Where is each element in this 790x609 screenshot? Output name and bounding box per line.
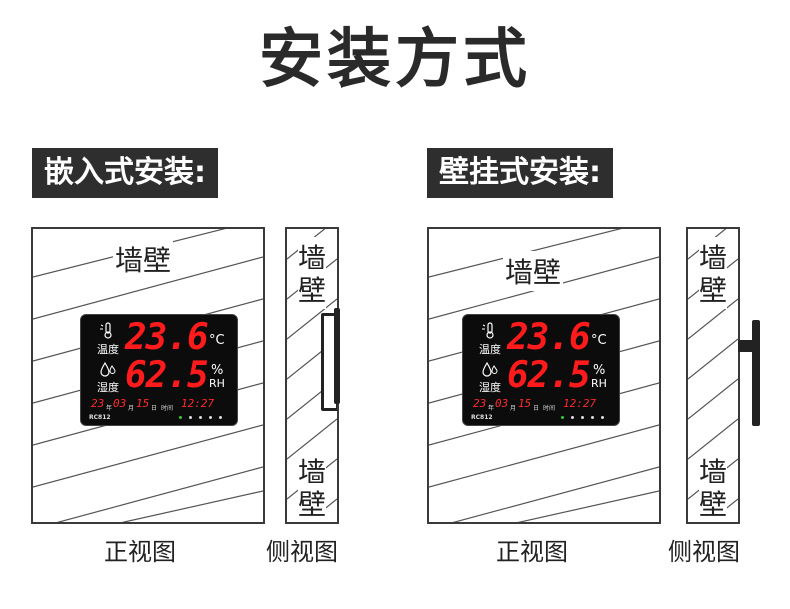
temperature-value: 23.6: [125, 317, 209, 358]
wall-label-bottom-2: 壁: [699, 483, 728, 522]
wall-mount-install-label: 壁挂式安装:: [427, 148, 613, 198]
model-label: RC812: [89, 414, 111, 421]
humidity-unit-rh: RH: [591, 377, 607, 390]
date-year: 23: [91, 397, 105, 410]
status-dot: [189, 416, 192, 419]
embedded-device-bezel: [334, 308, 340, 404]
status-dot: [571, 416, 574, 419]
water-drops-icon: [100, 361, 116, 377]
wall-label: 墙壁: [503, 251, 564, 291]
front-view-caption: 正视图: [104, 538, 176, 566]
date-month-unit: 月: [510, 405, 517, 412]
status-dot: [199, 416, 202, 419]
display-device: 温度 23.6 °C 湿度 62.5 % RH 23 年 03 月 15 日 时…: [80, 314, 238, 426]
humidity-value: 62.5: [125, 355, 209, 396]
status-dot: [219, 416, 222, 419]
wall-label-bottom-2: 壁: [298, 483, 327, 522]
date-day: 15: [518, 397, 532, 410]
status-dot: [561, 416, 564, 419]
page-title: 安装方式: [259, 23, 531, 97]
date-month: 03: [113, 397, 127, 410]
date-day: 15: [136, 397, 150, 410]
time-value: 12:27: [181, 397, 215, 410]
status-dot: [581, 416, 584, 419]
thermometer-sun-icon: [482, 322, 494, 339]
time-label: 时间: [161, 405, 174, 412]
display-device: 温度 23.6 °C 湿度 62.5 % RH 23 年 03 月 15 日 时…: [462, 314, 620, 426]
side-view-caption: 侧视图: [668, 538, 740, 566]
embedded-side-view-panel: 墙 壁 墙 壁: [285, 227, 339, 524]
wall-label-top-2: 壁: [298, 269, 327, 309]
date-month-unit: 月: [128, 405, 135, 412]
front-view-caption: 正视图: [496, 538, 568, 566]
date-year-unit: 年: [106, 405, 113, 412]
date-month: 03: [495, 397, 509, 410]
thermometer-sun-icon: [100, 322, 112, 339]
wall-hatch: [287, 229, 337, 522]
wall-label: 墙壁: [113, 239, 174, 279]
time-value: 12:27: [563, 397, 597, 410]
time-label: 时间: [543, 405, 556, 412]
temperature-unit: °C: [591, 333, 607, 348]
model-label: RC812: [471, 414, 493, 421]
date-day-unit: 日: [151, 405, 158, 412]
wall-mount-side-view-panel: 墙 壁 墙 壁: [686, 227, 740, 524]
humidity-unit-rh: RH: [209, 377, 225, 390]
temperature-unit: °C: [209, 333, 225, 348]
wall-label-top-2: 壁: [699, 269, 728, 309]
humidity-label: 湿度: [479, 381, 501, 394]
humidity-unit: %: [211, 363, 224, 378]
humidity-label: 湿度: [97, 381, 119, 394]
date-day-unit: 日: [533, 405, 540, 412]
humidity-value: 62.5: [507, 355, 591, 396]
status-dot: [601, 416, 604, 419]
status-dot: [179, 416, 182, 419]
date-year: 23: [473, 397, 487, 410]
status-dot: [209, 416, 212, 419]
temperature-label: 温度: [97, 343, 119, 356]
wall-mount-bracket: [738, 340, 754, 352]
humidity-unit: %: [593, 363, 606, 378]
date-year-unit: 年: [488, 405, 495, 412]
embedded-install-label: 嵌入式安装:: [32, 148, 218, 198]
temperature-label: 温度: [479, 343, 501, 356]
status-dot: [591, 416, 594, 419]
wall-mount-front-view-panel: 墙壁 温度 23.6 °C 湿度 62.5 % RH 23 年 03 月 15 …: [427, 227, 661, 524]
wall-mount-device-side: [752, 320, 760, 426]
water-drops-icon: [482, 361, 498, 377]
temperature-value: 23.6: [507, 317, 591, 358]
side-view-caption: 侧视图: [266, 538, 338, 566]
embedded-front-view-panel: 墙壁 温度 23.6 °C 湿度 62.5 % RH 23 年 03 月 15 …: [31, 227, 265, 524]
